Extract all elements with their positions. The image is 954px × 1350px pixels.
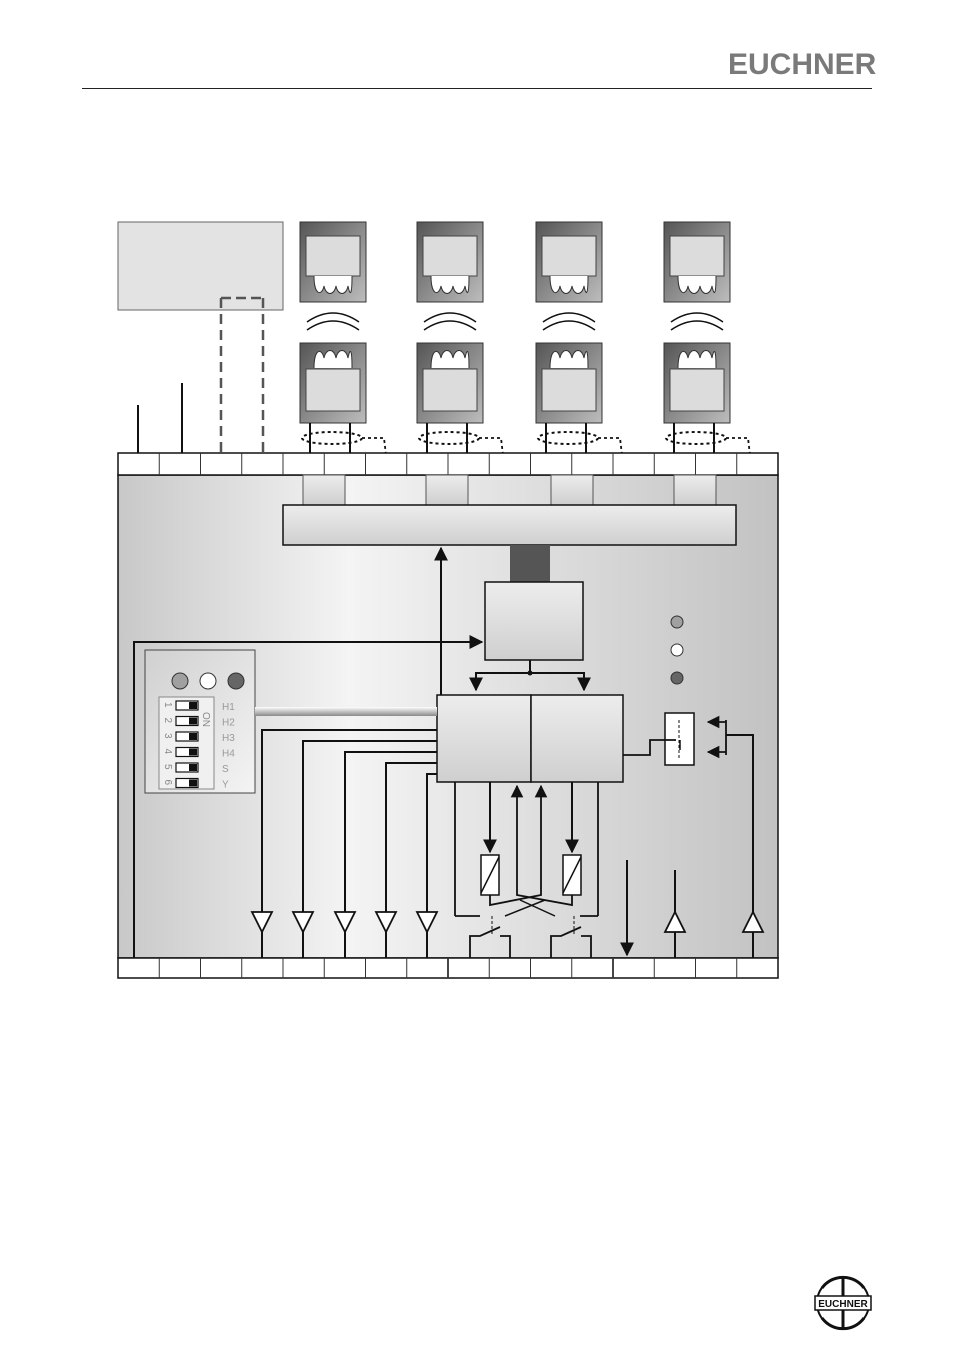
dip-switch-number: 4 xyxy=(162,749,173,755)
evaluation-processor xyxy=(485,582,583,660)
bus-processor-link xyxy=(510,545,550,582)
svg-text:EUCHNER: EUCHNER xyxy=(818,1299,868,1310)
data-bus xyxy=(283,505,736,545)
panel-led-dark xyxy=(228,673,244,689)
top-terminal-strip xyxy=(118,453,778,475)
dip-switch-label: H1 xyxy=(222,702,235,713)
dip-switch-number: 6 xyxy=(162,780,173,786)
status-led-dark xyxy=(671,672,683,684)
external-controller xyxy=(118,222,283,455)
dip-switch-panel: ON 1 H1 2 H2 3 H3 4 H4 5 S 6 Y xyxy=(145,650,255,793)
dip-switch-number: 2 xyxy=(162,718,173,724)
dip-switch-label: Y xyxy=(222,780,229,791)
read-heads xyxy=(300,222,758,472)
read-head-4 xyxy=(664,222,758,472)
dip-switch-number: 5 xyxy=(162,764,173,770)
dip-switch-number: 1 xyxy=(162,702,173,708)
logic-channel-a xyxy=(437,695,531,782)
panel-led-white xyxy=(200,673,216,689)
dip-switch-number: 3 xyxy=(162,733,173,739)
dip-on-label: ON xyxy=(200,712,211,727)
read-head-2 xyxy=(417,222,511,472)
read-head-3 xyxy=(536,222,630,472)
dip-switch-label: S xyxy=(222,764,229,775)
status-led-white xyxy=(671,644,683,656)
logic-channel-b xyxy=(531,695,623,782)
read-head-1 xyxy=(300,222,394,472)
bottom-terminal-strip xyxy=(118,958,778,978)
dip-signal-bus xyxy=(255,707,437,716)
status-led-gray xyxy=(671,616,683,628)
panel-led-gray xyxy=(172,673,188,689)
dip-switch-label: H3 xyxy=(222,733,235,744)
euchner-footer-logo: EUCHNER xyxy=(815,1277,871,1329)
dip-switch-label: H2 xyxy=(222,718,235,729)
dip-switch-label: H4 xyxy=(222,749,235,760)
